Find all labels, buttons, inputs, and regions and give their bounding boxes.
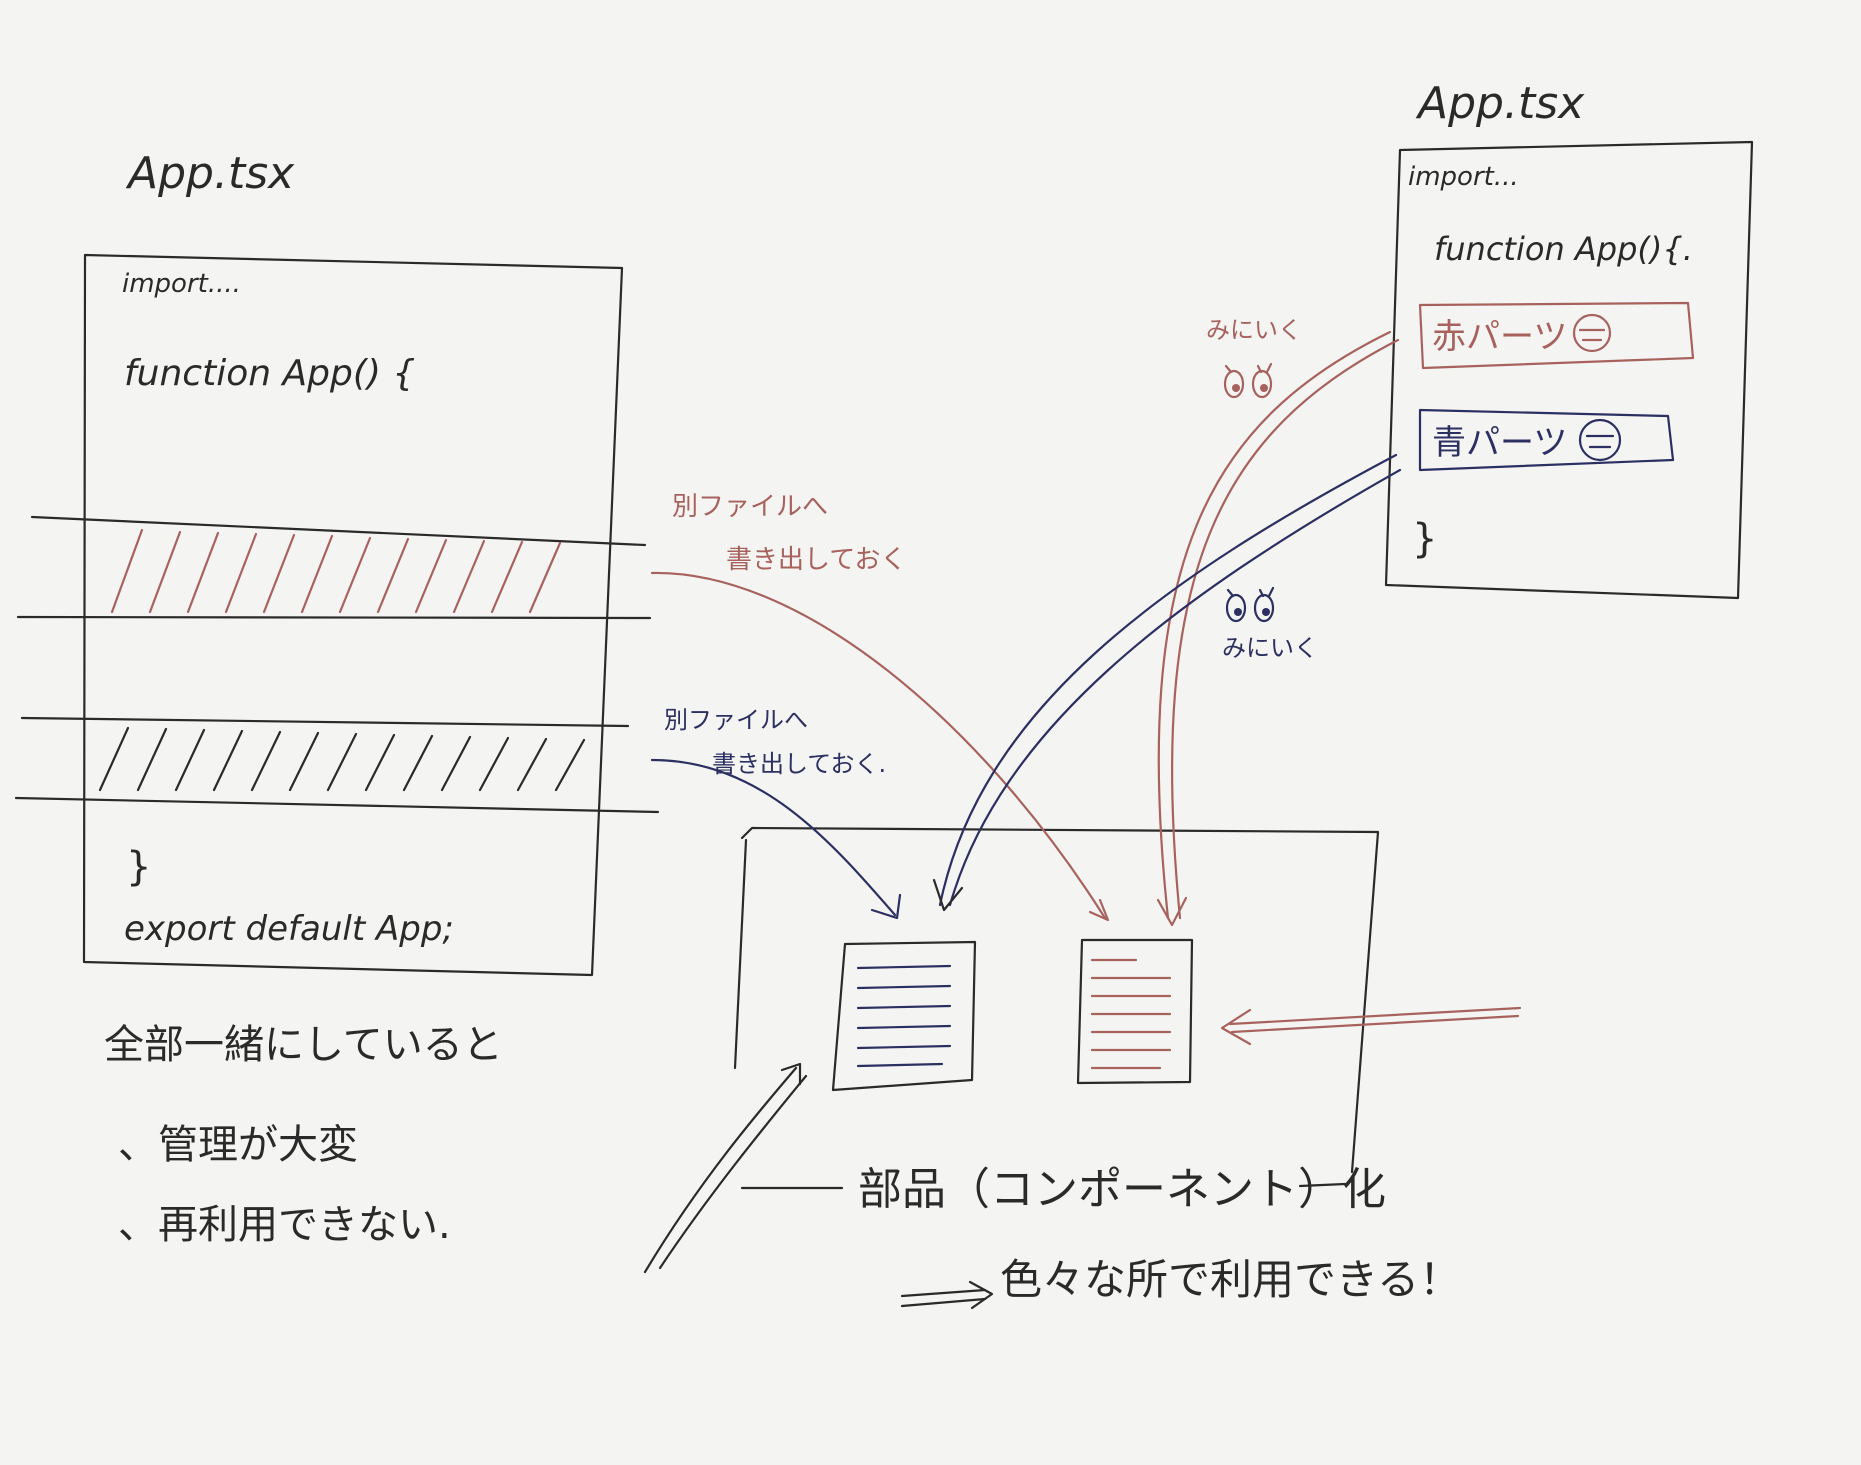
right-function-line: function App(){. [1434,230,1693,268]
blue-hatching [98,726,586,792]
left-file-frame [82,253,624,977]
component-box-frame [740,826,1380,1174]
conclusion: 色々な所で利用できる！ [900,1255,1461,1310]
red-move-line-2: 書き出しておく [726,545,906,575]
red-hatching [110,528,562,614]
blue-part-label: 青パーツ [1432,423,1567,463]
red-section-bottom-line [16,615,652,620]
notes-block: 全部一緒にしていると 、管理が大変 、再利用できない. [104,1022,503,1248]
left-export-line: export default App; [124,909,454,949]
component-box: 部品（コンポーネント）化 [733,826,1386,1215]
conclusion-text: 色々な所で利用できる！ [1000,1255,1461,1304]
right-file-panel: App.tsx import... function App(){. 赤パーツ … [1384,78,1754,600]
component-caption: 部品（コンポーネント）化 [858,1164,1386,1215]
blue-part: 青パーツ [1418,408,1675,472]
right-import-line: import... [1408,162,1519,192]
red-section [16,515,652,620]
blue-move-line-2: 書き出しておく. [712,750,886,778]
eyes-icon-blue [1225,586,1275,623]
blue-section-top-line [20,716,630,728]
look-blue-label: みにいく [1222,634,1318,662]
blue-part-reference-arrow [932,453,1402,912]
blue-export-arrow [650,758,902,920]
left-file-title: App.tsx [125,148,295,199]
red-move-note: 別ファイルへ 書き出しておく [672,492,906,575]
red-part: 赤パーツ [1418,301,1695,370]
right-closing-brace: } [1412,516,1437,562]
left-file-panel: App.tsx import.... function App() { [14,148,660,977]
double-arrow-icon [900,1280,994,1310]
left-closing-brace: } [126,844,151,890]
red-move-line-1: 別ファイルへ [672,492,828,522]
blue-move-line-1: 別ファイルへ [664,706,808,734]
reuse-arrow-right [1220,1006,1522,1046]
right-file-title: App.tsx [1415,78,1585,129]
notes-bullet-1: 、管理が大変 [118,1122,358,1168]
left-function-line: function App() { [124,353,415,394]
blue-component-document [831,940,977,1092]
red-part-reference-arrow [1156,330,1400,927]
right-file-frame [1384,140,1754,600]
red-part-box [1418,301,1695,370]
red-section-top-line [30,515,647,547]
caption-dash-right [1298,1182,1347,1188]
eyes-icon-red [1223,362,1273,399]
red-part-icon [1572,313,1612,353]
notes-heading: 全部一緒にしていると [104,1022,503,1068]
red-export-arrow [650,571,1110,922]
blue-section [14,716,660,814]
look-blue-note: みにいく [1222,586,1318,662]
look-red-label: みにいく [1206,316,1302,344]
blue-move-note: 別ファイルへ 書き出しておく. [664,706,886,778]
look-red-note: みにいく [1206,316,1302,399]
red-component-document [1076,938,1194,1085]
left-import-line: import.... [122,269,241,299]
component-box-left-edge [733,838,748,1070]
blue-section-bottom-line [14,796,660,814]
notes-bullet-2: 、再利用できない. [118,1202,451,1248]
blue-part-box [1418,408,1675,472]
reuse-arrow-bottom-left [643,1062,808,1274]
red-part-label: 赤パーツ [1432,317,1567,357]
blue-part-icon [1578,418,1622,462]
